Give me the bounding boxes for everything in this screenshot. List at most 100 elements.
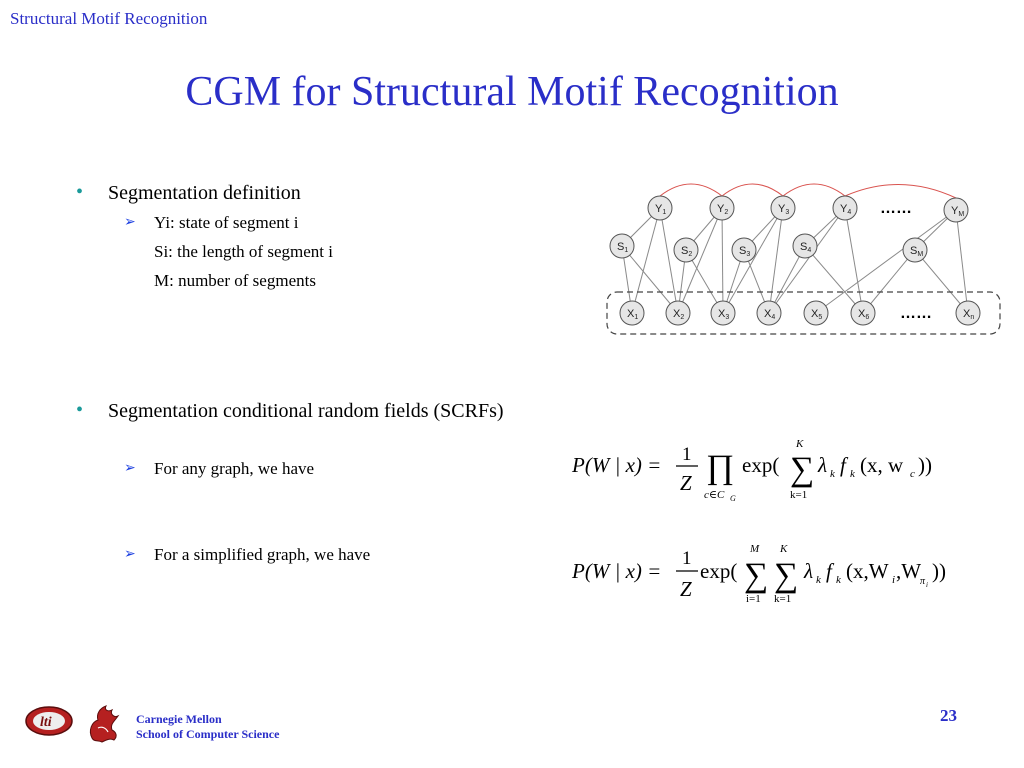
- formula-numerator: 1: [682, 444, 692, 465]
- sub-bullet-text: For a simplified graph, we have: [154, 545, 371, 564]
- formula-any-graph: P(W | x) = 1 Z ∏ c∈C G exp( ∑ K k=1 λ k …: [570, 436, 950, 511]
- y-x-edge: [677, 207, 723, 314]
- s-node-label: S4: [800, 241, 811, 254]
- x-node-circle: [710, 300, 736, 326]
- bullet-dot-icon: •: [76, 399, 84, 421]
- args-sub-i: i: [892, 574, 895, 586]
- bullet-scrfs: • Segmentation conditional random fields…: [76, 398, 538, 424]
- sum-lower: k=1: [790, 489, 807, 501]
- lti-logo-text: lti: [40, 715, 52, 730]
- y-node: Y3: [770, 195, 796, 221]
- bullet-text: Segmentation conditional random fields (…: [108, 400, 504, 422]
- arrow-bullet-icon: ➢: [124, 461, 136, 476]
- dependency-arc: [844, 184, 957, 199]
- lambda: λ: [817, 453, 827, 477]
- product-subscript: c∈C: [704, 489, 725, 501]
- sub-bullet-simplified-graph: ➢ For a simplified graph, we have: [124, 544, 370, 566]
- sub-bullet-text: Yi: state of segment i: [154, 213, 299, 232]
- x-node-label: X3: [718, 308, 729, 321]
- observation-box: [606, 291, 1001, 335]
- y-node-circle: [943, 197, 969, 223]
- formula-args: (x, w: [860, 453, 904, 477]
- bullet-segmentation-definition: • Segmentation definition: [76, 180, 538, 206]
- args-sub-pi: π: [920, 576, 926, 587]
- cmu-line1: Carnegie Mellon: [136, 712, 222, 726]
- sub-bullet-yi: ➢ Yi: state of segment i: [124, 212, 298, 234]
- arrow-bullet-icon: ➢: [124, 215, 136, 230]
- formula-args2: ,W: [896, 559, 921, 583]
- x-node-label: X6: [858, 308, 869, 321]
- s-x-edge: [862, 249, 916, 314]
- dependency-arc: [782, 183, 846, 197]
- sum-outer-upper: M: [749, 543, 760, 555]
- x-node: X2: [665, 300, 691, 326]
- sub-bullet-text: For any graph, we have: [154, 459, 315, 478]
- formula-simplified-graph-svg: P(W | x) = 1 Z exp( ∑ M i=1 ∑ K k=1 λ k …: [571, 543, 946, 605]
- x-ellipsis: ……: [900, 305, 932, 322]
- y-node-circle: [709, 195, 735, 221]
- s-node: SM: [902, 237, 928, 263]
- x-node: X6: [850, 300, 876, 326]
- x-node: X4: [756, 300, 782, 326]
- y-x-edge: [631, 207, 661, 314]
- text-si: Si: the length of segment i: [154, 242, 333, 261]
- sum-symbol: ∑: [790, 451, 814, 488]
- s-node-circle: [673, 237, 699, 263]
- x-node-label: X1: [627, 308, 638, 321]
- y-node-label: Y1: [655, 203, 666, 216]
- s-node: S1: [609, 233, 635, 259]
- y-ellipsis: ……: [880, 200, 912, 217]
- bullet-text: Segmentation definition: [108, 182, 301, 204]
- x-node: X1: [619, 300, 645, 326]
- y-node-circle: [832, 195, 858, 221]
- sum-inner-upper: K: [779, 543, 788, 555]
- sum-symbol-outer: ∑: [744, 557, 768, 594]
- x-node-circle: [803, 300, 829, 326]
- y-node-label: Y4: [840, 203, 851, 216]
- formula-any-graph-svg: P(W | x) = 1 Z ∏ c∈C G exp( ∑ K k=1 λ k …: [571, 438, 932, 503]
- s-node-circle: [902, 237, 928, 263]
- x-node-circle: [665, 300, 691, 326]
- sum-upper: K: [795, 438, 804, 450]
- y-node-label: Y2: [717, 203, 728, 216]
- y-x-edge: [768, 207, 846, 314]
- sum-symbol-inner: ∑: [774, 557, 798, 594]
- x-node: Xn: [955, 300, 981, 326]
- f-function: f: [840, 453, 849, 477]
- f-sub: k: [836, 574, 842, 586]
- lambda-sub: k: [830, 468, 836, 480]
- arrow-bullet-icon: ➢: [124, 547, 136, 562]
- exp-function: exp(: [700, 559, 737, 583]
- s-node: S3: [731, 237, 757, 263]
- x-node-circle: [756, 300, 782, 326]
- cmu-line2: School of Computer Science: [136, 727, 280, 741]
- s-node-label: S3: [739, 245, 750, 258]
- s-node-circle: [609, 233, 635, 259]
- x-node-circle: [850, 300, 876, 326]
- args-sub-pi-i: i: [926, 581, 928, 589]
- formula-lhs: P(W | x) =: [571, 453, 661, 477]
- f-sub: k: [850, 468, 856, 480]
- s-node-label: S1: [617, 241, 628, 254]
- sum-inner-lower: k=1: [774, 593, 791, 605]
- header-section-title: Structural Motif Recognition: [10, 9, 208, 28]
- y-node: YM: [943, 197, 969, 223]
- x-node-circle: [619, 300, 645, 326]
- formula-denominator: Z: [680, 471, 692, 495]
- y-x-edge: [768, 207, 784, 314]
- y-node-circle: [647, 195, 673, 221]
- s-x-edge: [768, 245, 806, 314]
- x-node: X5: [803, 300, 829, 326]
- product-subscript-sub: G: [730, 494, 736, 503]
- formula-close: )): [932, 559, 946, 583]
- formula-denominator: Z: [680, 577, 692, 601]
- formula-numerator: 1: [682, 548, 692, 569]
- y-x-edge: [815, 209, 957, 314]
- y-x-edge: [721, 207, 724, 314]
- exp-function: exp(: [742, 453, 779, 477]
- y-x-edge: [659, 207, 679, 314]
- formula-simplified-graph: P(W | x) = 1 Z exp( ∑ M i=1 ∑ K k=1 λ k …: [570, 540, 960, 615]
- x-node-label: Xn: [963, 308, 974, 321]
- formula-lhs: P(W | x) =: [571, 559, 661, 583]
